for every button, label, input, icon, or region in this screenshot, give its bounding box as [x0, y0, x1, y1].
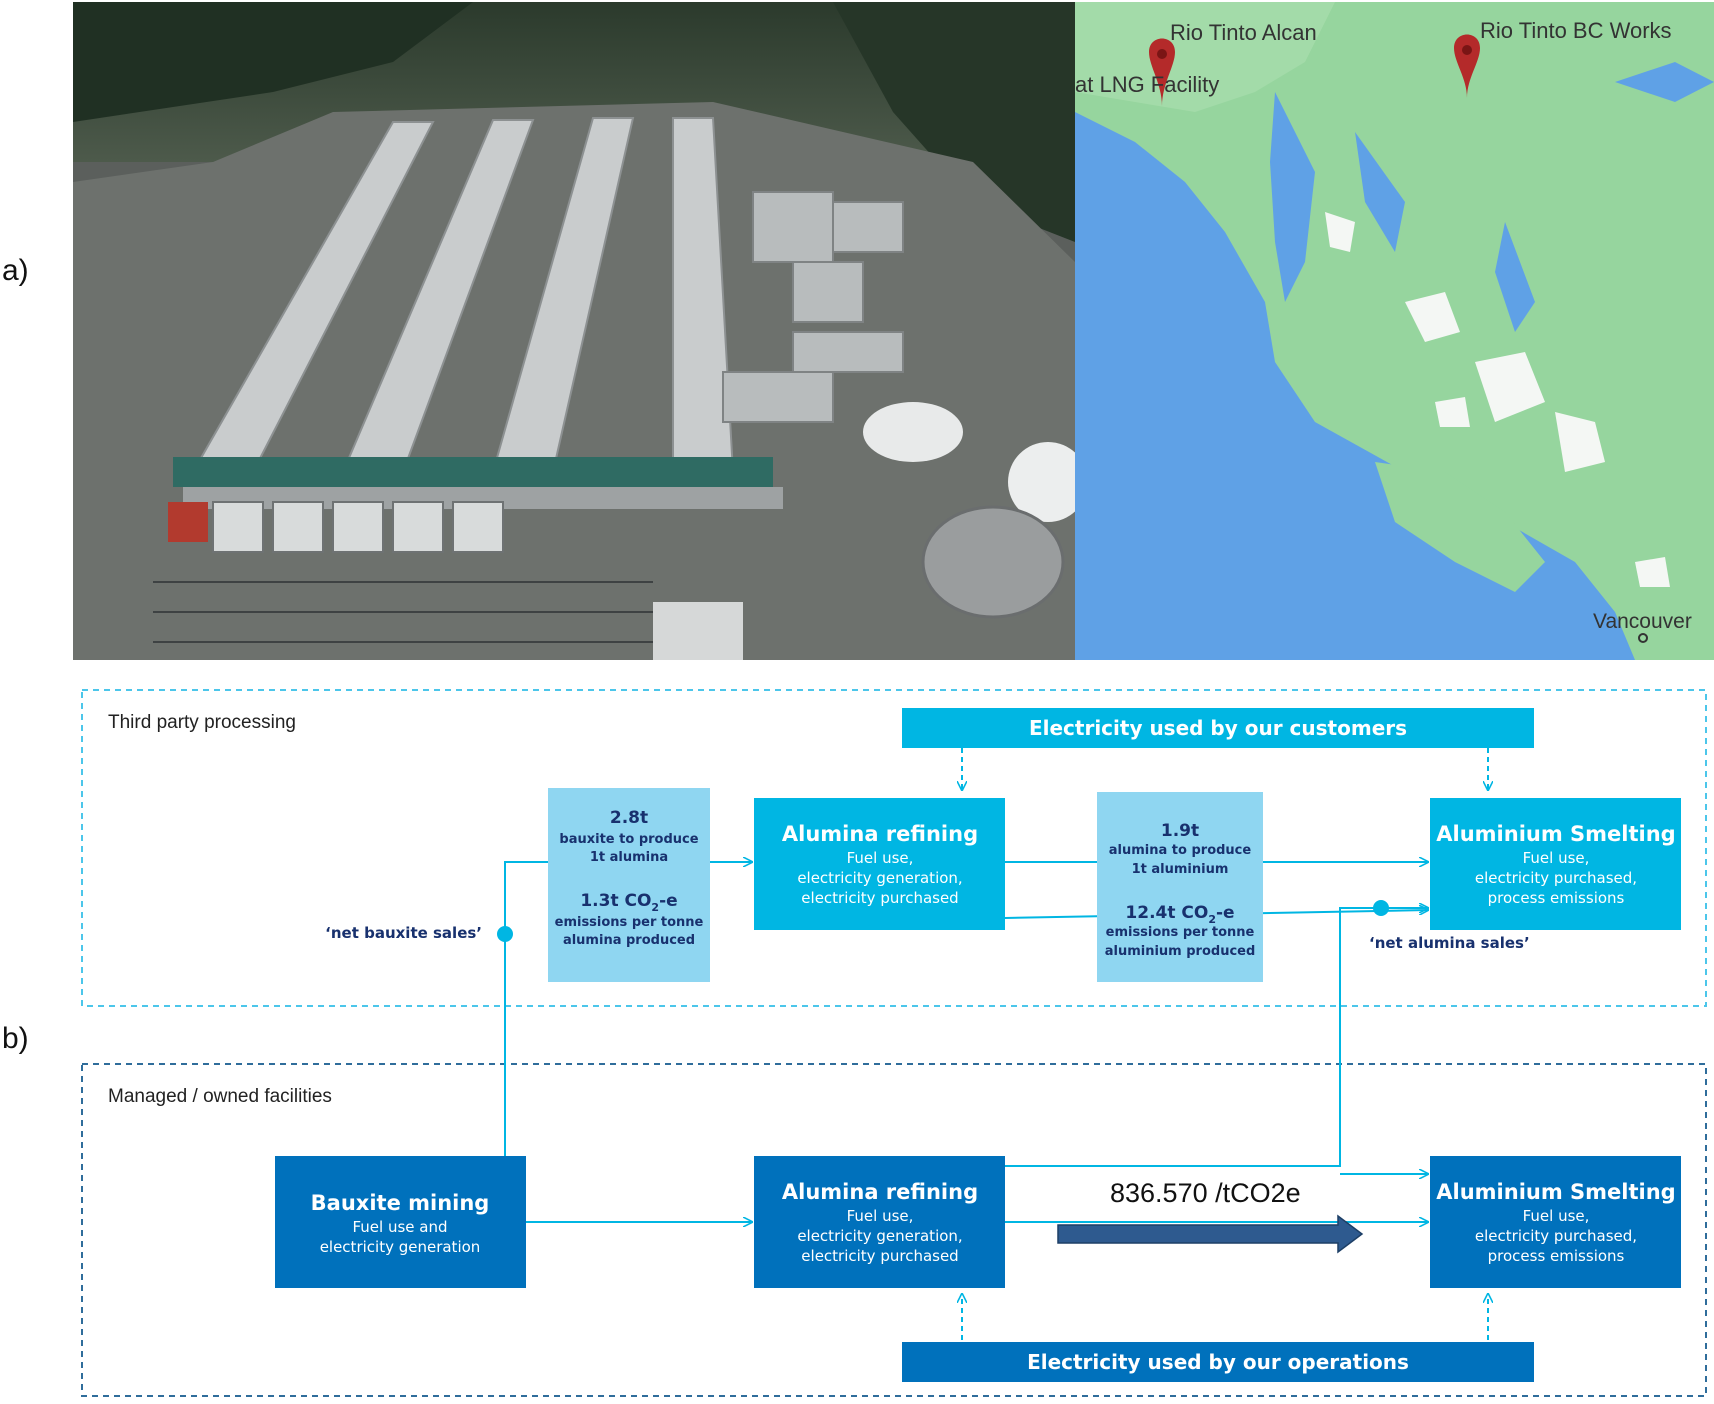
managed-title: Managed / owned facilities — [108, 1086, 332, 1107]
alumina-emissions-line6: aluminium produced — [1105, 944, 1256, 959]
electricity-operations-bar — [902, 1342, 1534, 1382]
net-bauxite-label: ‘net bauxite sales’ — [325, 924, 482, 942]
mining-title: Bauxite mining — [311, 1191, 490, 1215]
refining-owned-line: electricity purchased — [801, 1247, 958, 1265]
pin-icon[interactable] — [1149, 38, 1175, 107]
alumina-ratio-line3: 1t aluminium — [1132, 862, 1229, 877]
alumina-emissions-line5: emissions per tonne — [1106, 925, 1255, 940]
bauxite-emissions-value: 1.3t CO2-e — [580, 891, 677, 914]
alumina-ratio-box — [1097, 792, 1263, 982]
electricity-customers-label: Electricity used by our customers — [1029, 716, 1407, 740]
refining-3p-line: Fuel use, — [847, 849, 914, 867]
emissions-block-arrow — [1057, 1214, 1364, 1254]
smelting-3p-title: Aluminium Smelting — [1436, 822, 1675, 846]
mining-line: electricity generation — [320, 1238, 481, 1256]
bauxite-ratio-line3: 1t alumina — [590, 850, 668, 865]
refining-3p-line: electricity purchased — [801, 889, 958, 907]
bauxite-emissions-line6: alumina produced — [563, 933, 695, 948]
alumina-emissions-value: 12.4t CO2-e — [1125, 903, 1234, 926]
electricity-operations-label: Electricity used by our operations — [1027, 1350, 1409, 1374]
emissions-flow-diagram: Third party processing Managed / owned f… — [81, 689, 1707, 1397]
net-alumina-label: ‘net alumina sales’ — [1369, 934, 1530, 952]
alumina-ratio-value: 1.9t — [1161, 821, 1199, 841]
refining-owned-title: Alumina refining — [782, 1180, 978, 1204]
refining-3p-box — [754, 798, 1005, 930]
refining-3p-line: electricity generation, — [797, 869, 962, 887]
third-party-title: Third party processing — [108, 712, 296, 733]
managed-container — [81, 1063, 1707, 1397]
map-label-bcworks: Rio Tinto BC Works — [1480, 18, 1672, 43]
panel-label-a: a) — [2, 254, 29, 287]
region-map: Rio Tinto Alcan Rio Tinto BC Works at LN… — [1075, 2, 1714, 660]
smelting-3p-line: process emissions — [1488, 889, 1625, 907]
third-party-container — [81, 689, 1707, 1007]
panel-label-b: b) — [2, 1022, 29, 1055]
map-label-vancouver: Vancouver — [1593, 610, 1692, 633]
smelting-owned-line: electricity purchased, — [1475, 1227, 1637, 1245]
smelting-owned-line: Fuel use, — [1523, 1207, 1590, 1225]
smelting-owned-title: Aluminium Smelting — [1436, 1180, 1675, 1204]
map-label-lng: at LNG Facility — [1075, 72, 1219, 97]
pin-icon[interactable] — [1454, 34, 1480, 99]
mining-box — [275, 1156, 526, 1288]
smelting-3p-line: Fuel use, — [1523, 849, 1590, 867]
refining-owned-box — [754, 1156, 1005, 1288]
smelting-3p-box — [1430, 798, 1681, 930]
refining-3p-title: Alumina refining — [782, 822, 978, 846]
bauxite-emissions-line5: emissions per tonne — [555, 915, 704, 930]
emissions-annotation: 836.570 /tCO2e — [1110, 1178, 1301, 1208]
refining-owned-line: Fuel use, — [847, 1207, 914, 1225]
smelting-owned-box — [1430, 1156, 1681, 1288]
smelting-3p-line: electricity purchased, — [1475, 869, 1637, 887]
refining-owned-line: electricity generation, — [797, 1227, 962, 1245]
smelting-owned-line: process emissions — [1488, 1247, 1625, 1265]
map-label-alcan: Rio Tinto Alcan — [1170, 20, 1317, 45]
bauxite-ratio-box — [548, 788, 710, 982]
bauxite-ratio-value: 2.8t — [610, 808, 648, 828]
mining-line: Fuel use and — [352, 1218, 447, 1236]
alumina-ratio-line2: alumina to produce — [1109, 843, 1252, 858]
bauxite-ratio-line2: bauxite to produce — [559, 832, 698, 847]
net-bauxite-node — [497, 926, 513, 942]
net-alumina-node — [1373, 900, 1389, 916]
electricity-customers-bar — [902, 708, 1534, 748]
aerial-smelter-photo — [73, 2, 1075, 660]
